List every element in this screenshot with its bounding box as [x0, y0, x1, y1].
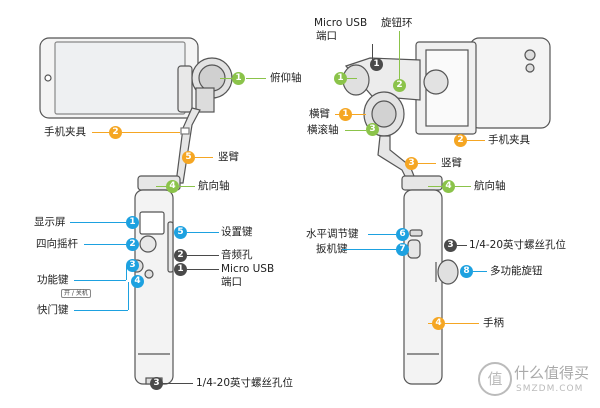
callout-badge: 1 — [339, 108, 352, 121]
watermark-text: 什么值得买 — [514, 364, 590, 382]
power-tag: 开 / 关机 — [61, 289, 91, 298]
leader-line — [372, 44, 373, 60]
leader-line — [156, 186, 168, 187]
leader-line — [128, 282, 129, 310]
leader-line — [352, 114, 366, 115]
label-cross-arm: 横臂 — [309, 108, 330, 120]
label-screw-hole: 1/4-20英寸螺丝孔位 — [196, 377, 294, 389]
callout-badge: 1 — [232, 72, 245, 85]
label-micro-usb: Micro USB — [221, 263, 275, 275]
label-vertical-arm: 竖臂 — [218, 151, 239, 163]
leader-line — [345, 130, 366, 131]
callout-badge: 4 — [166, 180, 179, 193]
callout-badge: 4 — [432, 317, 445, 330]
leader-line — [92, 132, 109, 133]
leader-line — [473, 271, 487, 272]
leader-line — [368, 234, 396, 235]
label-pitch-axis: 俯仰轴 — [270, 72, 302, 84]
leader-line — [220, 78, 234, 79]
leader-line — [347, 78, 357, 79]
label-screw-hole: 1/4-20英寸螺丝孔位 — [469, 239, 567, 251]
label-level-key: 水平调节键 — [306, 228, 359, 240]
callout-badge: 2 — [126, 238, 139, 251]
leader-line — [163, 383, 193, 384]
leader-line — [187, 232, 219, 233]
label-phone-clamp: 手机夹具 — [488, 134, 530, 146]
label-trigger: 扳机键 — [316, 243, 348, 255]
callout-badge: 1 — [126, 216, 139, 229]
label-vertical-arm: 竖臂 — [441, 157, 462, 169]
right-gimbal — [342, 37, 551, 385]
label-joystick: 四向摇杆 — [36, 238, 78, 250]
label-function-key: 功能键 — [37, 274, 69, 286]
callout-badge: 5 — [174, 226, 187, 239]
callout-badge: 3 — [126, 259, 139, 272]
label-micro-usb-port: 端口 — [221, 276, 242, 288]
right-pan-motor — [401, 175, 443, 191]
callout-badge: 1 — [334, 72, 347, 85]
callout-badge: 3 — [405, 157, 418, 170]
callout-badge: 4 — [131, 275, 144, 288]
leader-line — [126, 266, 127, 280]
callout-badge: 6 — [396, 228, 409, 241]
leader-line — [195, 157, 213, 158]
leader-line — [74, 280, 126, 281]
callout-badge: 1 — [174, 263, 187, 276]
watermark: 值 什么值得买 SMZDM.COM — [478, 356, 596, 404]
smzdm-logo-icon: 值 — [478, 362, 512, 396]
callout-badge: 2 — [454, 134, 467, 147]
callout-badge: 3 — [444, 239, 457, 252]
label-display: 显示屏 — [34, 216, 66, 228]
label-audio-jack: 音频孔 — [221, 249, 253, 261]
right-handle — [403, 189, 443, 385]
leader-line — [335, 114, 339, 115]
leader-line — [455, 186, 471, 187]
callout-badge: 3 — [366, 123, 379, 136]
callout-badge: 7 — [396, 243, 409, 256]
leader-line — [122, 132, 180, 133]
leader-line — [445, 323, 479, 324]
label-micro-usb-port: 端口 — [316, 30, 337, 42]
leader-line — [246, 78, 266, 79]
right-phone — [469, 37, 551, 129]
callout-badge: 8 — [460, 265, 473, 278]
leader-line — [457, 245, 467, 246]
callout-badge: 4 — [442, 180, 455, 193]
callout-badge: 2 — [109, 126, 122, 139]
callout-badge: 5 — [182, 151, 195, 164]
leader-line — [70, 222, 126, 223]
leader-line — [428, 323, 432, 324]
watermark-domain: SMZDM.COM — [516, 384, 584, 394]
callout-badge: 3 — [150, 377, 163, 390]
label-settings-key: 设置键 — [221, 226, 253, 238]
leader-line — [74, 310, 128, 311]
label-knob-ring: 旋钮环 — [381, 17, 413, 29]
callout-badge: 2 — [393, 79, 406, 92]
callout-badge: 1 — [370, 58, 383, 71]
leader-line — [428, 186, 442, 187]
label-multi-knob: 多功能旋钮 — [490, 265, 543, 277]
leader-line — [187, 269, 219, 270]
leader-line — [467, 140, 485, 141]
leader-line — [342, 249, 396, 250]
leader-line — [418, 163, 436, 164]
left-gimbal — [39, 37, 233, 385]
label-micro-usb: Micro USB — [314, 17, 368, 29]
label-pan-axis: 航向轴 — [198, 180, 230, 192]
label-shutter: 快门键 — [37, 304, 69, 316]
label-roll-axis: 横滚轴 — [307, 124, 339, 136]
callout-badge: 2 — [174, 249, 187, 262]
leader-line — [399, 31, 400, 79]
leader-line — [84, 244, 126, 245]
label-pan-axis: 航向轴 — [474, 180, 506, 192]
label-handle: 手柄 — [483, 317, 504, 329]
leader-line — [187, 255, 219, 256]
label-phone-clamp: 手机夹具 — [44, 126, 86, 138]
leader-line — [179, 186, 195, 187]
